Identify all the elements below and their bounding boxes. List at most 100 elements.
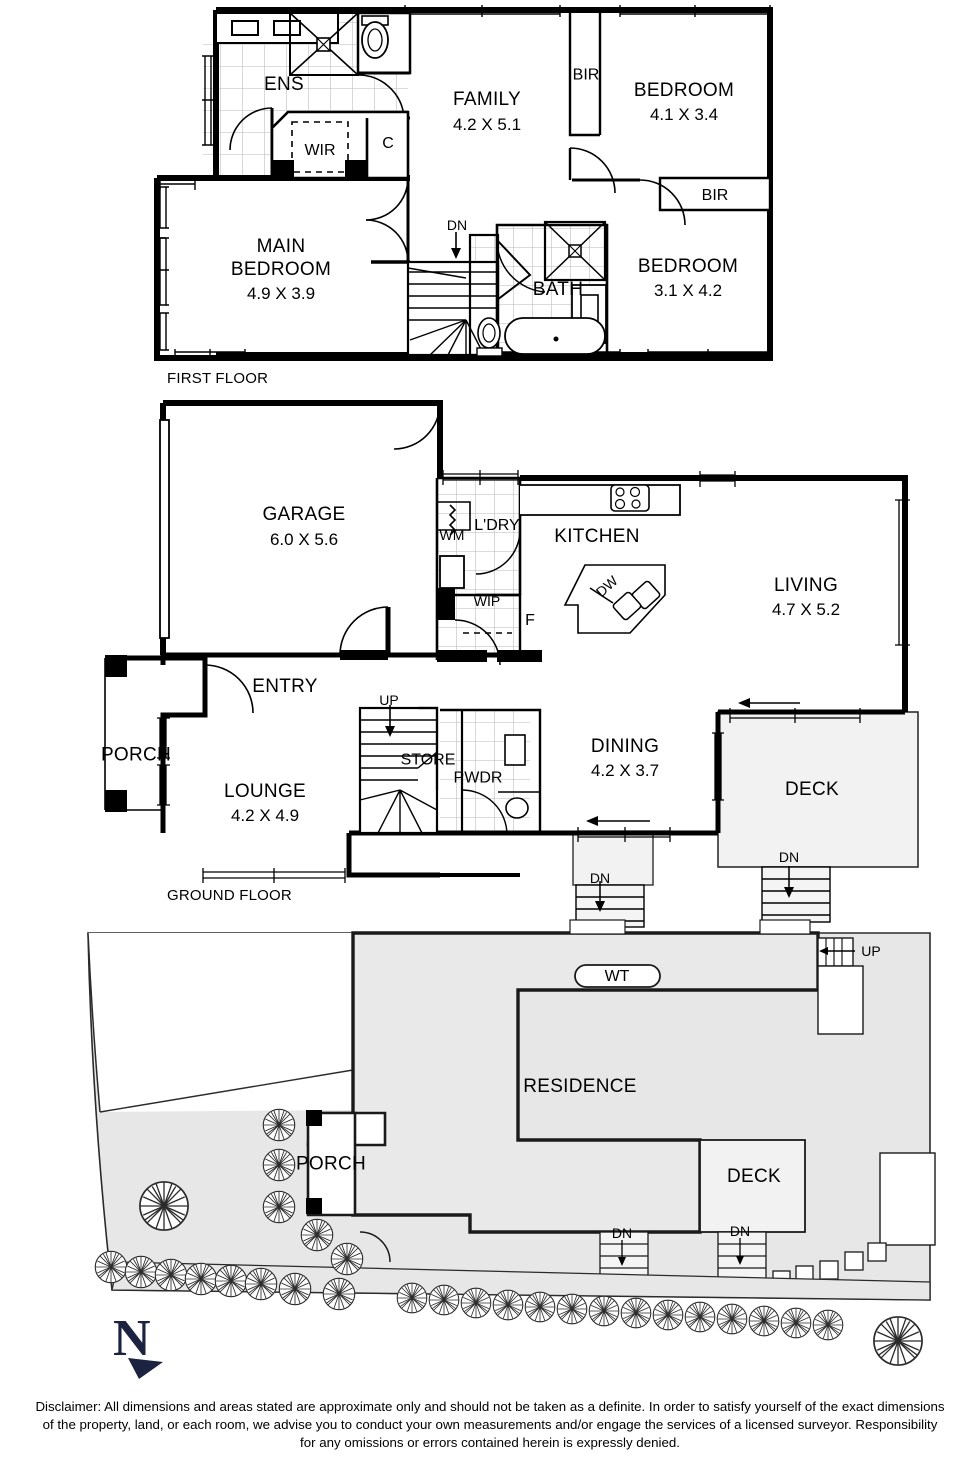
- site-porch-label: PORCH: [296, 1154, 366, 1175]
- lounge: LOUNGE 4.2 X 4.9: [202, 781, 346, 883]
- bath-label: BATH: [533, 279, 583, 300]
- dn-deck-label: DN: [779, 849, 799, 865]
- site-dn-left-stair: DN: [599, 1225, 649, 1281]
- wm-label: WM: [440, 527, 465, 543]
- deck-steps: [761, 866, 831, 923]
- site-up-label: UP: [861, 943, 880, 959]
- wall-nib-b: [497, 650, 542, 662]
- dining-label: DINING: [591, 736, 659, 757]
- family-door-swing-2: [365, 219, 409, 263]
- laundry-window: [442, 470, 519, 485]
- dn-deck-arrow-head: [784, 887, 794, 898]
- north-letter: N: [113, 1310, 151, 1367]
- site-porch-post-top: [306, 1110, 322, 1126]
- bedroom2-door-swing: [569, 147, 616, 194]
- burner-4: [631, 499, 641, 509]
- bath-door-leaf: [496, 239, 532, 301]
- dining-landing: [572, 832, 654, 886]
- dining-dim: 4.2 X 3.7: [591, 761, 659, 780]
- family-dim: 4.2 X 5.1: [453, 115, 521, 134]
- ens-basin-2: [273, 20, 301, 36]
- closet-label: C: [382, 135, 394, 152]
- island-sink-2: [612, 591, 642, 621]
- residence-label: RESIDENCE: [523, 1076, 637, 1097]
- lounge-bottom-left: [346, 833, 440, 878]
- bath-shower: [543, 220, 607, 282]
- ens-waste-cross: [316, 37, 331, 52]
- wall-nib-c: [340, 650, 388, 660]
- front-lawn: [88, 933, 353, 1112]
- stair-up-outline: [358, 706, 439, 835]
- wip-label: WIP: [474, 593, 500, 609]
- kitchen-label: KITCHEN: [554, 526, 640, 547]
- lounge-window-bottom: [202, 868, 346, 883]
- site-porch-post-bottom: [306, 1198, 322, 1214]
- lounge-window-left: [157, 764, 170, 806]
- lounge-label: LOUNGE: [224, 781, 306, 802]
- powder-room: PWDR: [440, 708, 542, 836]
- porch-label: PORCH: [101, 745, 171, 766]
- living-dim: 4.7 X 5.2: [772, 600, 840, 619]
- large-tree-rear: [873, 1316, 923, 1366]
- family-label: FAMILY: [453, 89, 521, 110]
- bedroom-2: BIR BEDROOM 4.1 X 3.4: [568, 12, 734, 194]
- entry-porch: ENTRY PORCH: [101, 664, 317, 806]
- stair-treads: [407, 267, 498, 356]
- wc-bowl: [482, 323, 496, 343]
- store-outline: [418, 706, 439, 790]
- ens-toilet-bowl: [367, 28, 383, 52]
- wt-label: WT: [605, 968, 630, 985]
- ens-label: ENS: [264, 74, 304, 95]
- deck: DECK DN: [712, 698, 905, 923]
- disclaimer-line-2: of the property, land, or each room, we …: [42, 1416, 938, 1432]
- family-door-swing-1: [365, 177, 409, 221]
- bedroom2-dim: 4.1 X 3.4: [650, 105, 718, 124]
- laundry-tub: [439, 555, 465, 589]
- first-floor-plan: ENS WIR C FAMILY 4.2 X 5.1 BIR BEDROOM: [154, 5, 773, 387]
- deck-area: [717, 711, 919, 868]
- garage-entry-door-swing: [339, 606, 389, 656]
- north-pointer: [128, 1358, 163, 1379]
- family-room: FAMILY 4.2 X 5.1: [365, 89, 521, 264]
- porch-post-bottom: [105, 790, 127, 812]
- pwdr-basin: [504, 734, 526, 766]
- bir-right: BIR: [639, 176, 772, 226]
- dining-room: DINING 4.2 X 3.7 DN: [575, 736, 671, 928]
- dn-dining-label: DN: [590, 870, 610, 886]
- laundry-nib: [437, 588, 455, 620]
- burner-1: [615, 487, 625, 497]
- garage-top-wall: [163, 400, 443, 478]
- porch-post-top: [105, 655, 127, 677]
- wir-label: WIR: [304, 142, 335, 159]
- bathtub: [504, 317, 606, 355]
- kitchen-bench-top: [520, 484, 681, 516]
- garage-door-swing-top: [393, 402, 441, 450]
- main-bedroom: MAIN BEDROOM 4.9 X 3.9: [231, 236, 331, 303]
- kitchen: KITCHEN DW: [520, 484, 681, 634]
- site-porch: [306, 1111, 357, 1217]
- pwdr-label: PWDR: [454, 770, 503, 787]
- stair-up-treads: [359, 719, 438, 834]
- lawn-edge: [99, 1069, 354, 1113]
- wip-outline: [455, 593, 522, 658]
- bathtub-waste: [553, 336, 559, 342]
- site-deck: [699, 1139, 806, 1233]
- water-tank: [574, 964, 661, 988]
- bath-waste-cross: [568, 244, 582, 258]
- first-floor-caption: FIRST FLOOR: [167, 370, 268, 387]
- garage-label: GARAGE: [262, 504, 345, 525]
- burner-3: [614, 498, 626, 510]
- entry-porch-wall: [105, 655, 208, 740]
- walk-in-robe: WIR C: [270, 110, 410, 180]
- kitchen-island: [563, 564, 666, 634]
- laundry-trough: [437, 501, 471, 531]
- north-arrow: N: [113, 1310, 163, 1379]
- site-dn-right-stair: DN: [717, 1223, 767, 1285]
- bedroom3-label: BEDROOM: [638, 256, 738, 277]
- stair-up-label: UP: [379, 692, 398, 708]
- site-plan: RESIDENCE WT PORCH DECK UP DN: [87, 919, 936, 1379]
- laundry-door-swing: [475, 529, 521, 575]
- site-dn-left-label: DN: [612, 1225, 632, 1241]
- pwdr-door-swing: [461, 789, 508, 836]
- wir-wall-nib-right: [345, 160, 367, 178]
